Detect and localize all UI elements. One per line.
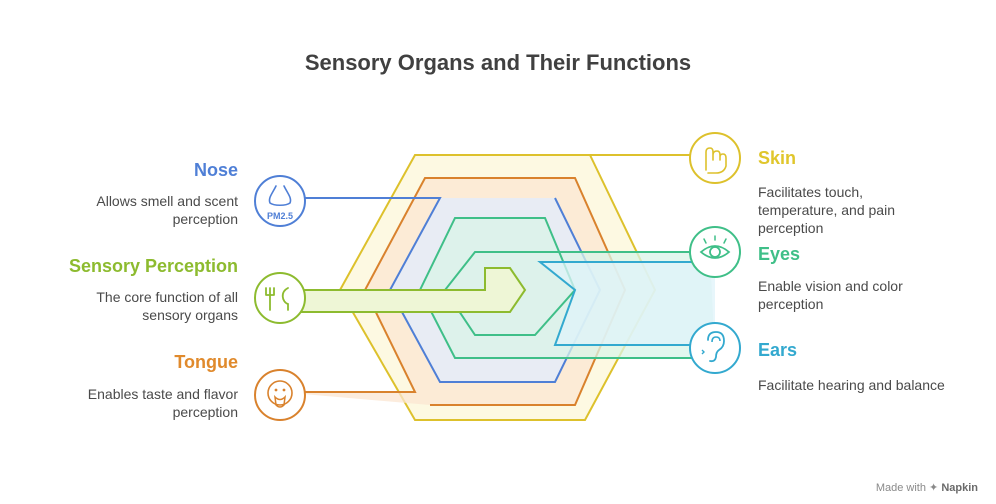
ears-description: Facilitate hearing and balance — [758, 377, 945, 393]
perception-label: Sensory Perception — [68, 256, 238, 276]
ear-icon — [689, 322, 741, 374]
page-title: Sensory Organs and Their Functions — [304, 50, 692, 75]
footer-brand: Napkin — [941, 482, 978, 494]
utensils-icon — [254, 272, 306, 324]
nose-icon: PM2.5 — [254, 175, 306, 227]
eye-icon — [689, 226, 741, 278]
perception-description: The core function of all sensory organs — [96, 289, 238, 323]
made-with-footer: Made with ✦ Napkin — [876, 481, 978, 494]
tongue-face-icon — [254, 369, 306, 421]
svg-text:PM2.5: PM2.5 — [267, 211, 293, 221]
eyes-description: Enable vision and color perception — [758, 278, 903, 312]
footer-prefix: Made with — [875, 482, 926, 494]
ears-label: Ears — [758, 340, 798, 360]
tongue-description: Enables taste and flavor perception — [87, 386, 238, 420]
tongue-label: Tongue — [174, 352, 238, 372]
nose-label: Nose — [193, 160, 238, 180]
nose-description: Allows smell and scent perception — [96, 193, 238, 227]
skin-label: Skin — [758, 148, 797, 168]
napkin-logo-icon: ✦ — [929, 482, 939, 494]
skin-description: Facilitates touch, temperature, and pain… — [758, 184, 895, 236]
hand-touch-icon — [689, 132, 741, 184]
eyes-label: Eyes — [758, 244, 801, 264]
